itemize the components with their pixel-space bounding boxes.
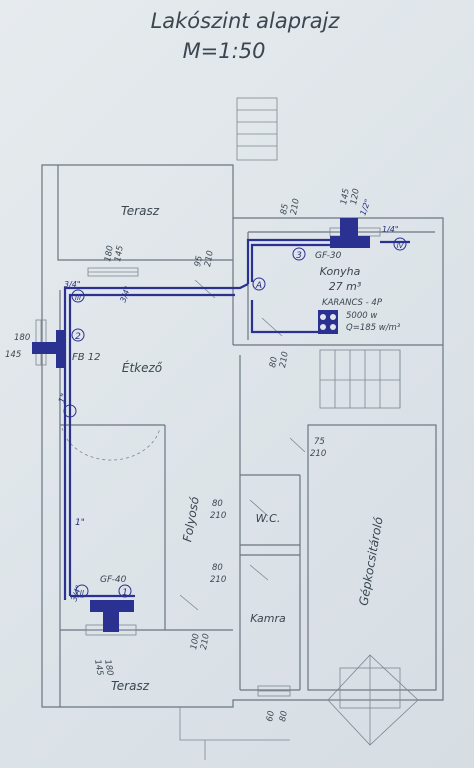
- room-kamra: Kamra: [250, 612, 286, 625]
- dim-210-c: 210: [278, 351, 291, 369]
- room-gepkocsitarolo: Gépkocsitároló: [356, 516, 385, 607]
- dim-120: 120: [349, 188, 362, 206]
- dim-95: 95: [193, 255, 205, 267]
- room-folyoso: Folyosó: [180, 496, 202, 543]
- drawing-scale: M=1:50: [183, 39, 266, 63]
- pipe-label-1b: 1": [75, 518, 85, 528]
- entrance-stairs: [236, 97, 278, 161]
- node-iii: III: [75, 294, 81, 302]
- dim-80-d: 80: [278, 710, 290, 722]
- label-gf30: GF-30: [315, 251, 342, 261]
- gf40-flue: [103, 612, 119, 632]
- dim-210-b: 210: [289, 198, 302, 216]
- garage-car-symbol: [327, 654, 419, 746]
- label-karancs-power: 5000 w: [346, 311, 377, 321]
- gf30-flue: [340, 218, 358, 236]
- gf30-radiator: [330, 236, 370, 248]
- room-konyha: Konyha: [320, 265, 361, 278]
- drawing-title: Lakószint alaprajz: [151, 9, 341, 33]
- dim-210-e: 210: [210, 511, 226, 521]
- building-walls: [41, 164, 444, 708]
- karancs-stove: [318, 310, 338, 334]
- dim-145-c: 145: [5, 350, 21, 360]
- dim-75: 75: [314, 437, 325, 447]
- pipe-label-12: 1/2": [358, 198, 372, 217]
- dim-210-a: 210: [203, 250, 216, 268]
- dim-85: 85: [279, 203, 291, 215]
- dim-210-f: 210: [210, 575, 226, 585]
- pipe-label-14: 1/4": [382, 225, 399, 234]
- dim-80-c: 80: [212, 563, 223, 573]
- room-wc: W.C.: [256, 512, 281, 525]
- node-2: 2: [75, 332, 81, 342]
- pipe-label-1a: 1": [57, 392, 70, 405]
- room-terasz-bottom: Terasz: [111, 679, 150, 693]
- heating-pipe-network: [63, 238, 410, 600]
- dim-145-d: 145: [92, 659, 105, 677]
- dim-210-d: 210: [310, 449, 326, 459]
- node-3: 3: [296, 251, 302, 261]
- dim-80-a: 80: [268, 356, 280, 368]
- room-konyha-volume: 27 m³: [329, 280, 362, 293]
- dim-60: 60: [265, 710, 277, 722]
- node-ii: II: [80, 589, 84, 597]
- dim-80-b: 80: [212, 499, 223, 509]
- fb12-flue: [32, 342, 56, 354]
- dim-210-g: 210: [199, 633, 212, 651]
- equipment-labels: FB 12 GF-30 GF-40 KARANCS - 4P 5000 w Q=…: [72, 251, 401, 585]
- label-fb12: FB 12: [72, 352, 101, 363]
- label-karancs: KARANCS - 4P: [322, 298, 383, 308]
- pipe-nodes: A 2 3 1 I III II IV: [63, 237, 407, 598]
- door-swings: [61, 279, 306, 611]
- dimension-labels: 180 145 95 210 85 210 145 120 180 145 80…: [5, 188, 362, 723]
- dim-180-d: 180: [102, 659, 115, 677]
- node-iv: IV: [397, 242, 405, 250]
- room-terasz-top: Terasz: [121, 204, 160, 218]
- node-i: I: [69, 408, 72, 417]
- gf40-radiator: [90, 600, 134, 612]
- bottom-steps: [179, 707, 290, 760]
- dim-180-c: 180: [14, 333, 30, 343]
- dim-100: 100: [189, 633, 202, 651]
- room-etkezo: Étkező: [122, 360, 163, 375]
- node-a: A: [255, 281, 262, 291]
- pipe-label-34c: 3/4": [64, 280, 81, 289]
- label-karancs-q: Q=185 w/m³: [346, 323, 401, 333]
- fb12-radiator: [56, 330, 66, 368]
- label-gf40: GF-40: [100, 575, 127, 585]
- node-1: 1: [122, 588, 128, 598]
- dim-145-a: 145: [113, 245, 126, 263]
- dim-180-a: 180: [103, 245, 116, 263]
- dim-145-b: 145: [339, 188, 352, 206]
